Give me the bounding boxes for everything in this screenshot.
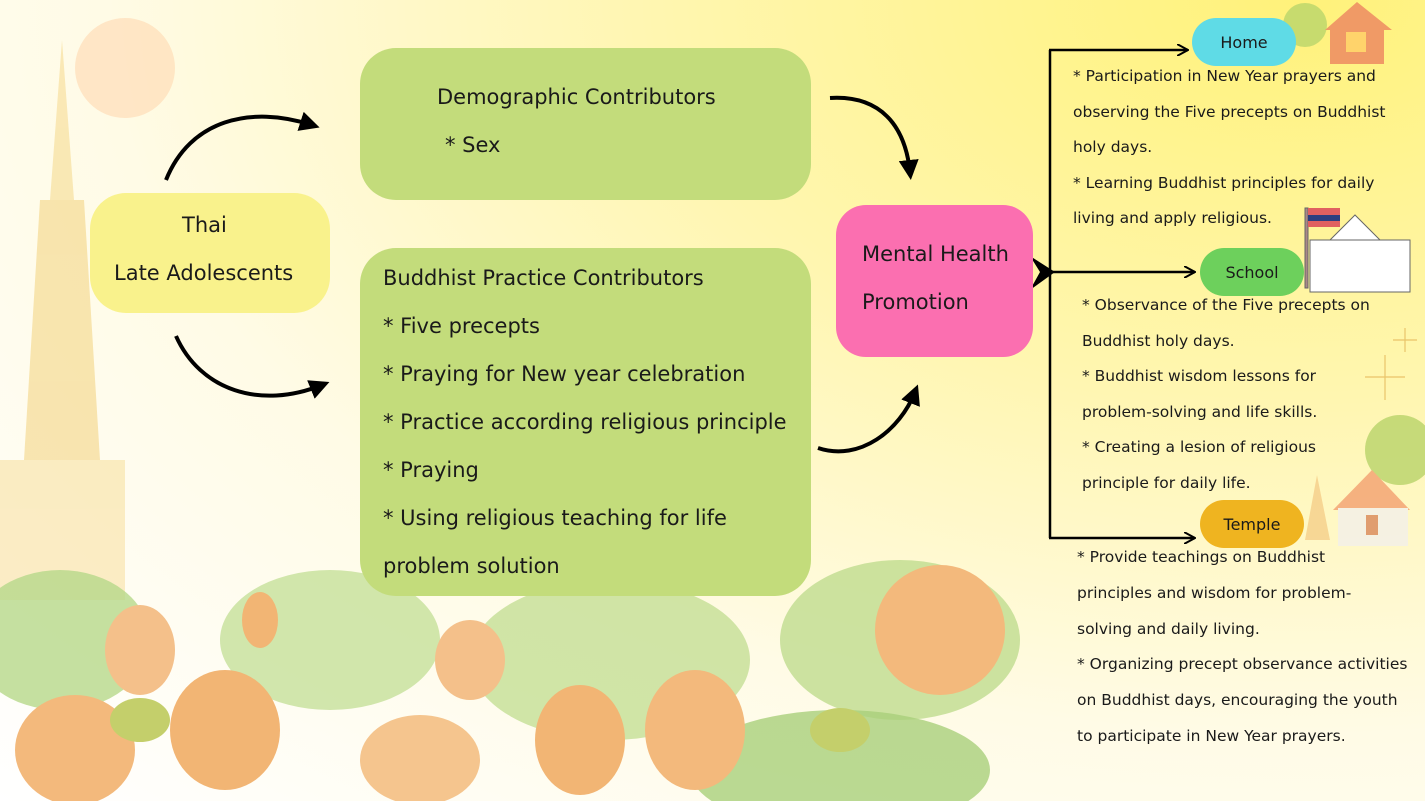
arrow-demographic-to-mental [829,95,919,180]
sun-glow [75,18,175,118]
temple-line: principles and wisdom for problem- [1077,584,1352,602]
thai-line-2: Late Adolescents [114,261,294,285]
temple-line: * Organizing precept observance activiti… [1077,655,1408,673]
school-line: * Observance of the Five precepts on [1082,296,1370,314]
demographic-item: * Sex [445,133,501,157]
arrow-thai-to-demographic [164,111,320,181]
buddhist-title: Buddhist Practice Contributors [383,266,704,290]
temple-line: on Buddhist days, encouraging the youth [1077,691,1398,709]
temple-icon [1305,415,1425,546]
home-line: living and apply religious. [1073,209,1272,227]
buddhist-line: * Practice according religious principle [383,410,787,434]
home-pill: Home [1192,18,1296,66]
home-line: holy days. [1073,138,1153,156]
school-building-icon [1304,207,1411,293]
arrow-buddhist-to-mental [817,384,920,454]
school-line: Buddhist holy days. [1082,332,1235,350]
home-line: * Learning Buddhist principles for daily [1073,174,1375,192]
temple-line: to participate in New Year prayers. [1077,727,1346,745]
home-line: * Participation in New Year prayers and [1073,67,1376,85]
buddhist-line: problem solution [383,554,560,578]
buddhist-practice-box: Buddhist Practice Contributors * Five pr… [360,248,811,596]
sparkle-icons [1365,328,1417,400]
demographic-contributors-box: Demographic Contributors * Sex [360,48,811,200]
school-line: problem-solving and life skills. [1082,403,1318,421]
buddhist-line: * Five precepts [383,314,540,338]
school-line: * Buddhist wisdom lessons for [1082,367,1317,385]
buddhist-line: * Praying [383,458,479,482]
temple-line: solving and daily living. [1077,620,1260,638]
house-icon [1283,2,1392,64]
lotus-decoration [0,560,1020,801]
home-line: observing the Five precepts on Buddhist [1073,103,1386,121]
school-line: principle for daily life. [1082,474,1251,492]
buddhist-line: * Praying for New year celebration [383,362,746,386]
mental-line-2: Promotion [862,290,969,314]
mental-line-1: Mental Health [862,242,1009,266]
thai-line-1: Thai [182,213,227,237]
thai-adolescents-box: Thai Late Adolescents [90,193,330,313]
demographic-title: Demographic Contributors [437,85,716,109]
school-pill: School [1200,248,1304,296]
temple-line: * Provide teachings on Buddhist [1077,548,1326,566]
arrowhead-mental-out [1030,256,1055,290]
arrow-thai-to-buddhist [174,335,330,399]
school-line: * Creating a lesion of religious [1082,438,1316,456]
temple-pill: Temple [1200,500,1304,548]
mental-health-promotion-box: Mental Health Promotion [836,205,1033,357]
buddhist-line: * Using religious teaching for life [383,506,727,530]
